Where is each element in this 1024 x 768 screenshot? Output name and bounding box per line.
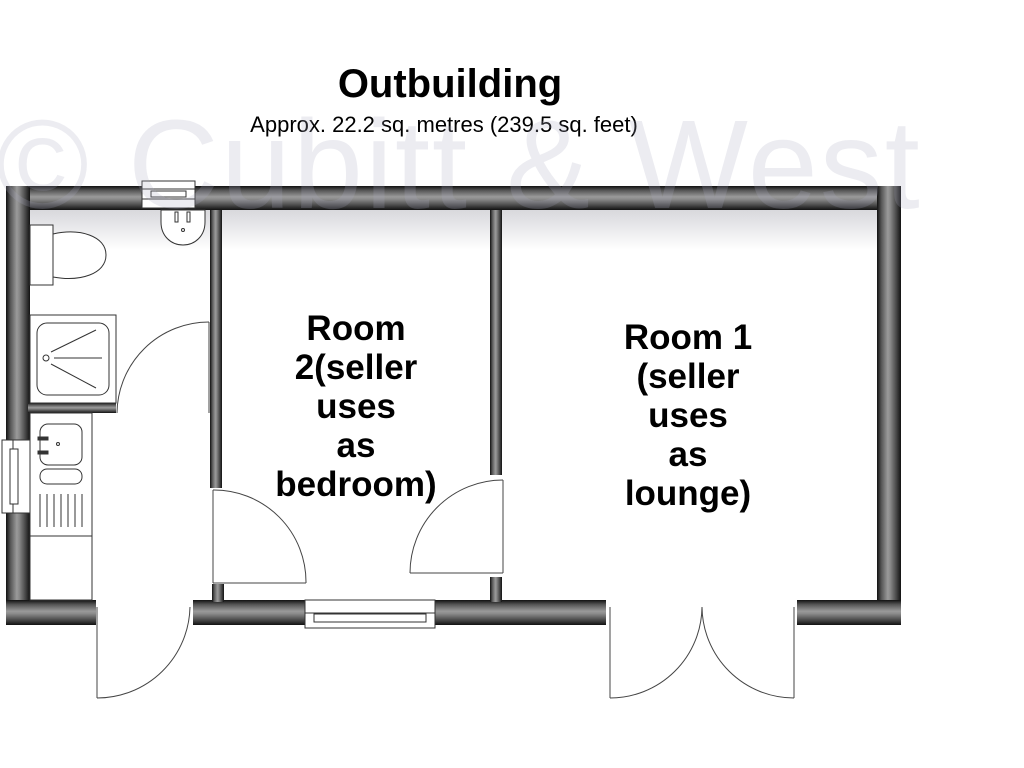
room-2-line: bedroom) — [275, 465, 437, 504]
double-door-icon — [609, 606, 795, 699]
room-1-line: as — [668, 435, 708, 474]
room-1-line: (seller — [636, 357, 740, 396]
bedroom-lounge-partition — [490, 210, 502, 475]
shower-partition — [28, 403, 116, 413]
room-1-line: lounge) — [624, 474, 752, 513]
right-wall — [877, 186, 901, 625]
plan-title: Outbuilding — [337, 62, 563, 106]
room-1-line: uses — [648, 396, 728, 435]
bottom-wall-right — [797, 600, 901, 625]
door-swing-icon — [96, 321, 504, 699]
room-2-line: Room — [306, 309, 406, 348]
stub-wall-right — [490, 577, 502, 602]
plan-area-subtitle: Approx. 22.2 sq. metres (239.5 sq. feet) — [250, 112, 638, 137]
stub-wall-left — [212, 584, 224, 602]
interior-shading — [28, 210, 879, 250]
window-icon — [141, 180, 196, 209]
wash-basin-icon — [160, 209, 206, 246]
room-2-label: Room 2(seller uses as bedroom) — [222, 309, 490, 504]
left-wall — [6, 186, 30, 625]
drainer-icon — [39, 494, 83, 527]
room-2-line: uses — [316, 387, 396, 426]
bathroom-partition — [210, 210, 222, 488]
room-1-line: Room 1 — [623, 318, 753, 357]
kitchen-unit — [29, 535, 93, 601]
room-1-label: Room 1 (seller uses as lounge) — [588, 318, 788, 513]
top-wall — [6, 186, 901, 210]
internal-walls — [28, 210, 502, 602]
room-2-line: as — [336, 426, 376, 465]
room-2-line: 2(seller — [294, 348, 418, 387]
toilet-icon — [29, 224, 107, 286]
window-icon — [304, 599, 436, 629]
bottom-wall-left — [6, 600, 96, 625]
window-icon — [1, 439, 31, 514]
shower-tray-icon — [29, 314, 117, 404]
